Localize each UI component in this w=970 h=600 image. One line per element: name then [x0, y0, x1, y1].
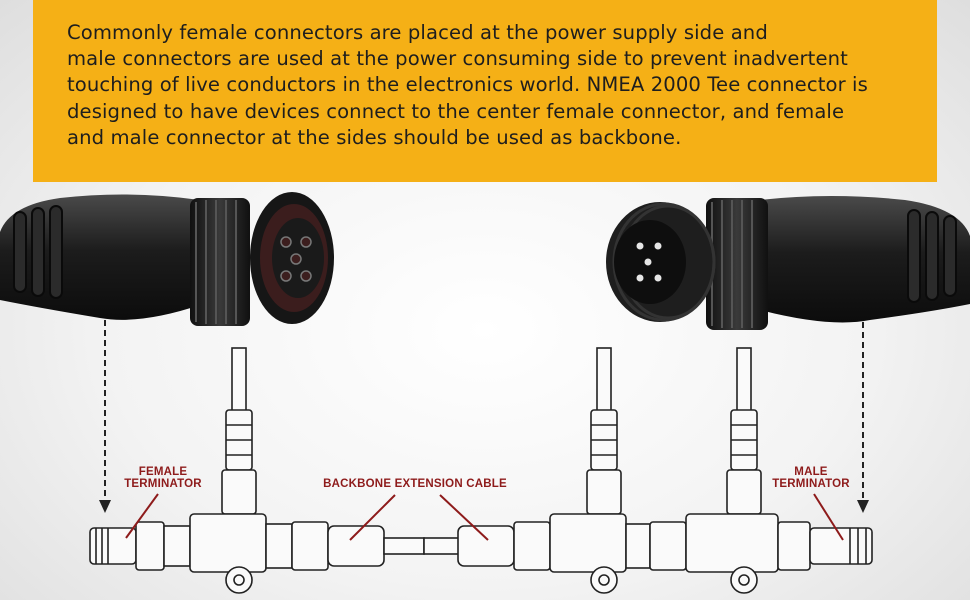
- banner-line: and male connector at the sides should b…: [67, 125, 682, 149]
- banner-line: Commonly female connectors are placed at…: [67, 21, 768, 44]
- backbone-extension-label: BACKBONE EXTENSION CABLE: [310, 478, 520, 490]
- drop-cable: [221, 347, 257, 515]
- label-line: BACKBONE EXTENSION CABLE: [323, 478, 507, 490]
- label-leaders: [125, 493, 844, 541]
- banner-text: Commonly female connectors are placed at…: [67, 20, 917, 151]
- male-connector-photo: [606, 196, 970, 330]
- female-connector-photo: [0, 192, 334, 326]
- label-line: FEMALE: [138, 466, 188, 478]
- banner-line: male connectors are used at the power co…: [67, 47, 848, 71]
- drop-cable: [726, 347, 762, 515]
- label-line: TERMINATOR: [124, 478, 202, 490]
- banner-line: touching of live conductors in the elect…: [67, 73, 868, 97]
- drop-cable: [586, 347, 622, 515]
- banner-line: designed to have devices connect to the …: [67, 99, 845, 123]
- male-terminator-label: MALE TERMINATOR: [766, 466, 856, 490]
- label-line: MALE: [794, 466, 828, 478]
- female-terminator-label: FEMALE TERMINATOR: [118, 466, 208, 490]
- backbone-diagram: [89, 347, 873, 594]
- label-line: TERMINATOR: [772, 478, 850, 490]
- info-banner: Commonly female connectors are placed at…: [33, 0, 937, 182]
